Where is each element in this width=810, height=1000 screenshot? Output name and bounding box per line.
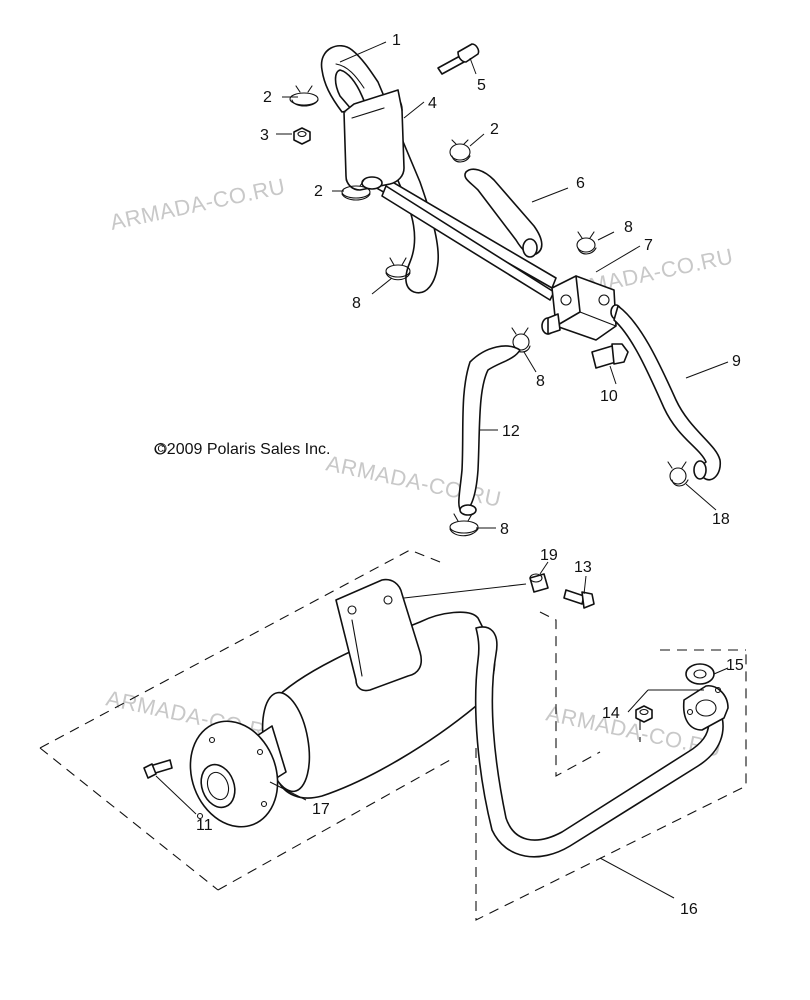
callout-7: 7 xyxy=(644,237,653,254)
callout-9: 9 xyxy=(732,353,741,370)
callout-12: 12 xyxy=(502,423,520,440)
clamp-8-right xyxy=(576,231,597,255)
hose-12 xyxy=(458,345,521,516)
bolt-11 xyxy=(143,759,173,779)
callout-5: 5 xyxy=(477,77,486,94)
gasket-15 xyxy=(685,663,715,685)
lower-assembly-frame xyxy=(39,549,747,921)
bolt-5 xyxy=(437,43,480,75)
callout-3: 3 xyxy=(260,127,269,144)
callout-11: 11 xyxy=(196,817,213,834)
clamp-8-left xyxy=(385,257,411,281)
clamp-2-top xyxy=(289,85,319,107)
clamp-2-lower xyxy=(341,179,371,201)
clamp-18 xyxy=(667,461,689,487)
callout-8-mid: 8 xyxy=(536,373,545,390)
callout-6: 6 xyxy=(576,175,585,192)
callout-2-right: 2 xyxy=(490,121,499,138)
watermark-1: ARMADA-CO.RU xyxy=(108,173,288,235)
head-pipe-16 xyxy=(474,626,729,858)
cross-tube xyxy=(365,169,557,301)
hose-9 xyxy=(613,305,722,481)
callout-8-right: 8 xyxy=(624,219,633,236)
clamp-8-mid xyxy=(511,327,531,353)
leader-lines xyxy=(155,41,729,899)
callout-1: 1 xyxy=(392,32,401,49)
bolt-13 xyxy=(563,589,595,609)
callout-2-lower: 2 xyxy=(314,183,323,200)
copyright: ©2009 Polaris Sales Inc. xyxy=(154,441,330,458)
callout-8-bottom: 8 xyxy=(500,521,509,538)
clamp-8-bottom xyxy=(449,513,479,537)
callout-13: 13 xyxy=(574,559,592,576)
muffler-17 xyxy=(189,578,496,828)
callout-18: 18 xyxy=(712,511,730,528)
callout-16: 16 xyxy=(680,901,698,918)
callout-8-left: 8 xyxy=(352,295,361,312)
callouts: 1 2 3 4 5 2 2 6 8 7 8 8 10 9 12 18 8 19 … xyxy=(196,32,744,918)
callout-4: 4 xyxy=(428,95,437,112)
callout-19: 19 xyxy=(540,547,558,564)
hose-6 xyxy=(464,168,543,258)
copyright-text: ©2009 Polaris Sales Inc. xyxy=(155,441,330,458)
callout-10: 10 xyxy=(600,388,618,405)
nut-14 xyxy=(635,705,653,723)
nut-3 xyxy=(293,127,311,145)
callout-14: 14 xyxy=(602,705,620,722)
valve-4 xyxy=(343,89,405,191)
callout-15: 15 xyxy=(726,657,744,674)
bolt-10 xyxy=(591,343,629,369)
bushing-19 xyxy=(529,573,549,593)
callout-2-top: 2 xyxy=(263,89,272,106)
clamp-2-right xyxy=(449,139,471,163)
callout-17: 17 xyxy=(312,801,330,818)
valve-7 xyxy=(541,275,622,341)
